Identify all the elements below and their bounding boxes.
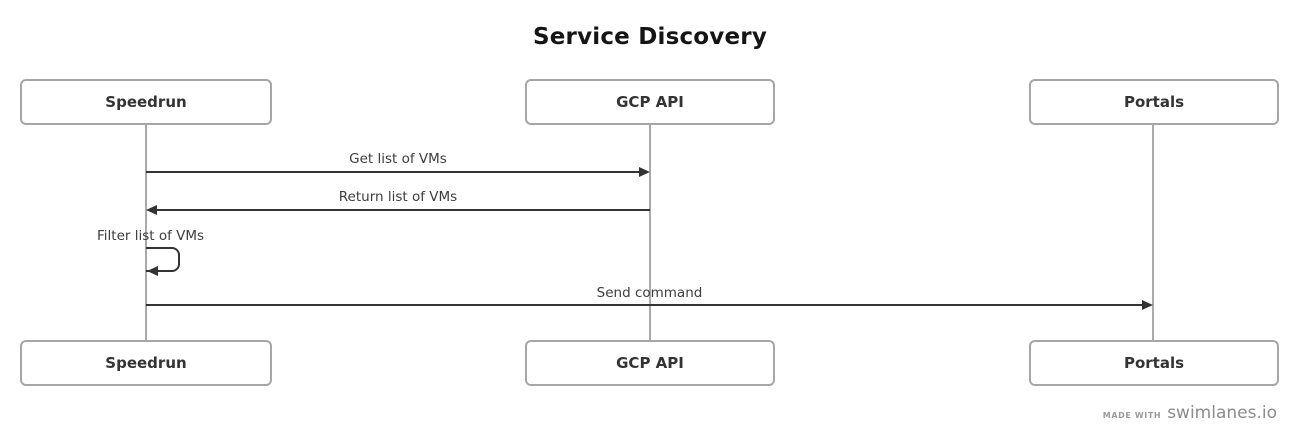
actor-label: Speedrun xyxy=(105,354,187,372)
actor-box-gcp-api-top: GCP API xyxy=(525,79,775,125)
actor-label: Speedrun xyxy=(105,93,187,111)
actor-box-portals-top: Portals xyxy=(1029,79,1279,125)
actor-box-speedrun-top: Speedrun xyxy=(20,79,272,125)
diagram-title: Service Discovery xyxy=(532,24,768,50)
message-arrow-send-command xyxy=(146,304,1144,306)
actor-box-gcp-api-bottom: GCP API xyxy=(525,340,775,386)
footer-branding: MADE WITH swimlanes.io xyxy=(1103,403,1277,423)
actor-box-speedrun-bottom: Speedrun xyxy=(20,340,272,386)
arrowhead-left-icon xyxy=(146,205,157,215)
arrowhead-left-icon xyxy=(147,266,158,276)
arrowhead-right-icon xyxy=(639,167,650,177)
actor-label: GCP API xyxy=(616,93,684,111)
self-loop-arrow xyxy=(146,247,180,272)
lifeline-gcp-api xyxy=(649,124,651,341)
message-label-send-command: Send command xyxy=(596,285,703,301)
actor-label: GCP API xyxy=(616,354,684,372)
lifeline-speedrun xyxy=(145,124,147,341)
made-with-label: MADE WITH xyxy=(1102,411,1162,420)
message-label-return-list-of-vms: Return list of VMs xyxy=(338,189,458,205)
message-arrow-return-list-of-vms xyxy=(156,209,650,211)
lifeline-portals xyxy=(1152,124,1154,341)
actor-box-portals-bottom: Portals xyxy=(1029,340,1279,386)
actor-label: Portals xyxy=(1123,354,1185,372)
arrowhead-right-icon xyxy=(1142,300,1153,310)
message-label-get-list-of-vms: Get list of VMs xyxy=(349,151,447,167)
message-label-filter-list-of-vms: Filter list of VMs xyxy=(97,228,205,244)
message-arrow-get-list-of-vms xyxy=(146,171,641,173)
swimlanes-brand-link[interactable]: swimlanes.io xyxy=(1167,403,1277,423)
actor-label: Portals xyxy=(1123,93,1185,111)
